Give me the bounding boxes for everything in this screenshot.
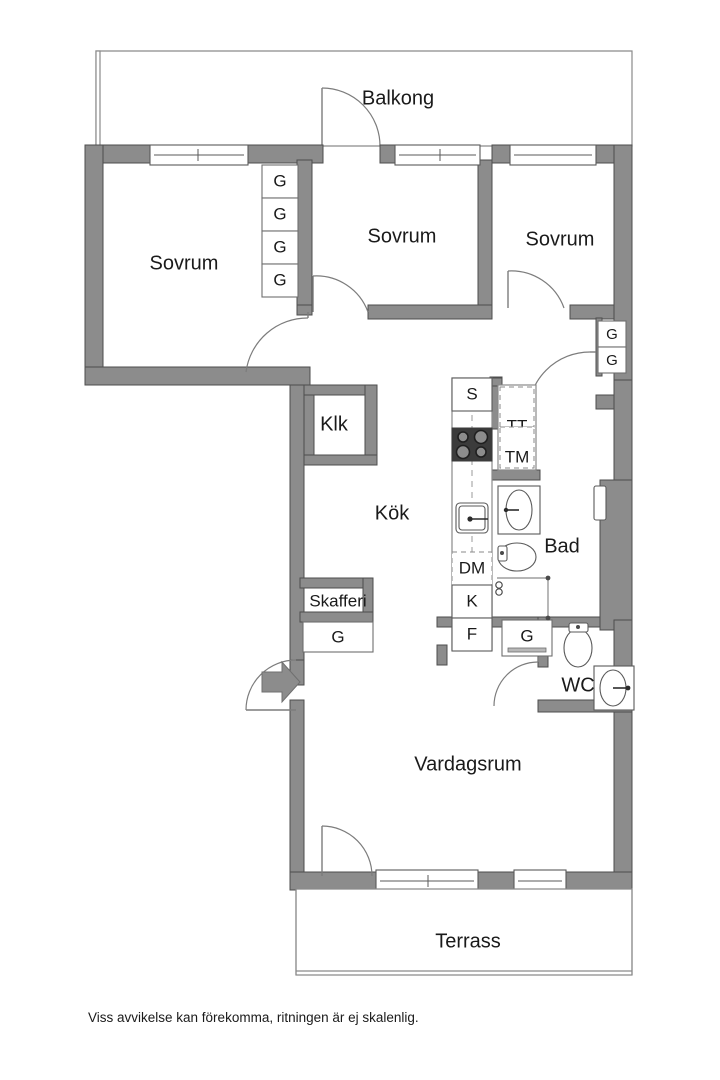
freezer-icon bbox=[451, 617, 493, 652]
room-label-skafferi: Skafferi bbox=[309, 591, 366, 610]
room-label-balkong: Balkong bbox=[362, 87, 434, 109]
cabinet-s-label: S bbox=[466, 384, 477, 403]
fridge-icon bbox=[451, 584, 493, 619]
stove-icon bbox=[451, 427, 493, 462]
washbasin-icon bbox=[497, 485, 541, 535]
closet-label: G bbox=[273, 270, 286, 289]
closet-label: G bbox=[273, 204, 286, 223]
washing-machine-icon bbox=[499, 426, 535, 469]
closet-label: G bbox=[273, 171, 286, 190]
wc-fixtures bbox=[563, 622, 635, 711]
walls bbox=[84, 144, 633, 891]
closet-hall: G bbox=[501, 619, 553, 657]
closet-skafferi: G bbox=[302, 621, 374, 653]
washing-machine-label: TM bbox=[505, 447, 530, 466]
toilet-icon bbox=[497, 542, 537, 572]
fridge-label: K bbox=[466, 591, 478, 610]
closet-label: G bbox=[606, 352, 618, 369]
disclaimer-caption: Viss avvikelse kan förekomma, ritningen … bbox=[88, 1010, 419, 1025]
room-label-kok: Kök bbox=[375, 502, 410, 524]
room-labels: Balkong Sovrum Sovrum Sovrum Klk Kök Ska… bbox=[150, 87, 595, 952]
kitchen-counter-run: S DM K F bbox=[451, 377, 493, 652]
closet-group-sovrum-3: G G bbox=[597, 320, 627, 374]
closet-label: G bbox=[520, 626, 533, 645]
windows bbox=[149, 144, 597, 893]
shower-icon bbox=[495, 575, 551, 621]
doors bbox=[245, 270, 596, 877]
cabinet-s bbox=[451, 377, 493, 412]
room-label-wc: WC bbox=[561, 674, 594, 696]
room-label-sovrum-1: Sovrum bbox=[150, 252, 219, 274]
terrace-area bbox=[295, 888, 633, 976]
freezer-label: F bbox=[467, 624, 477, 643]
entrance-arrow-icon bbox=[261, 660, 301, 704]
room-label-bad: Bad bbox=[544, 535, 580, 557]
room-label-sovrum-3: Sovrum bbox=[526, 228, 595, 250]
room-label-klk: Klk bbox=[320, 413, 349, 435]
wc-washbasin-icon bbox=[593, 665, 635, 711]
closet-group-sovrum-1: G G G G bbox=[261, 164, 299, 298]
dishwasher-label: DM bbox=[459, 558, 485, 577]
closet-label: G bbox=[606, 326, 618, 343]
room-label-terrass: Terrass bbox=[435, 930, 501, 952]
closet-label: G bbox=[331, 627, 344, 646]
wc-toilet-icon bbox=[563, 622, 593, 668]
sink-icon bbox=[455, 502, 489, 534]
niche-icon bbox=[593, 485, 607, 521]
room-label-vardagsrum: Vardagsrum bbox=[414, 753, 521, 775]
closet-label: G bbox=[273, 237, 286, 256]
tumble-dryer-icon bbox=[499, 386, 535, 428]
dishwasher-icon bbox=[451, 551, 493, 586]
bathroom-fixtures bbox=[495, 485, 607, 621]
laundry-stack: TT TM bbox=[497, 384, 537, 471]
room-label-sovrum-2: Sovrum bbox=[368, 225, 437, 247]
